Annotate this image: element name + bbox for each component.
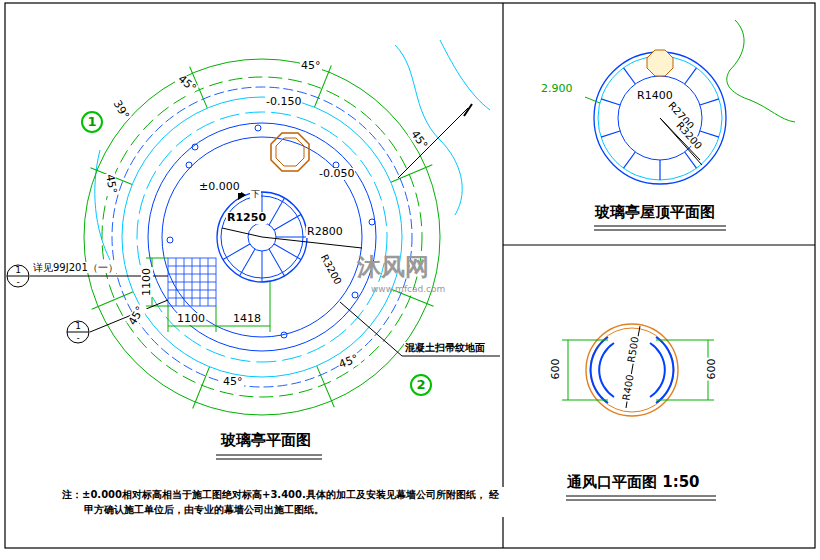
section-number: 1 [6, 266, 30, 275]
angle-dim: 45° [103, 172, 119, 195]
plan-title: 玻璃亭屋顶平面图 [594, 204, 716, 221]
elevation: 2.900 [540, 83, 574, 95]
watermark: 沐风网 [356, 254, 430, 280]
radius-dim: R500 [625, 335, 641, 365]
length-dim: 1418 [232, 313, 262, 325]
section-marker: 1- [6, 264, 30, 288]
callout-number: 2 [410, 378, 432, 391]
elevation: -0.150 [265, 96, 302, 108]
radius-dim: R400 [620, 373, 636, 403]
general-note: 注：±0.000相对标高相当于施工图绝对标高+3.400.具体的加工及安装见幕墙… [62, 487, 505, 517]
angle-dim: 45° [337, 353, 361, 372]
callout-circle: 1 [81, 111, 103, 133]
reference-note: 详见99J201（一） [32, 262, 119, 273]
length-dim: 600 [706, 358, 718, 381]
length-dim: 1100 [176, 313, 206, 325]
radius-dim: R3200 [318, 252, 344, 288]
plan-title: 玻璃亭平面图 [220, 432, 312, 449]
watermark: www.mfcad.com [370, 285, 446, 295]
section-number: - [6, 278, 30, 287]
radius-dim: R2800 [306, 226, 344, 238]
section-number: - [66, 334, 90, 343]
length-dim: 600 [550, 358, 562, 381]
section-number: 1 [66, 322, 90, 331]
length-dim: 1100 [141, 267, 153, 297]
plan-title: 通风口平面图 1:50 [566, 474, 701, 491]
elevation: -0.050 [318, 168, 355, 180]
angle-dim: 45° [408, 128, 430, 153]
elevation: ±0.000 [198, 181, 241, 193]
angle-dim: 39° [110, 98, 131, 123]
section-marker: 1- [66, 320, 90, 344]
stair-mark: 下 [250, 190, 261, 200]
radius-dim: R1400 [636, 90, 674, 102]
callout-circle: 2 [410, 374, 432, 396]
angle-dim: 45° [300, 60, 322, 72]
angle-dim: 45° [222, 376, 244, 388]
radius-dim: R1250 [226, 212, 267, 224]
material-note: 混凝土扫帚纹地面 [404, 342, 486, 353]
callout-number: 1 [81, 115, 103, 128]
